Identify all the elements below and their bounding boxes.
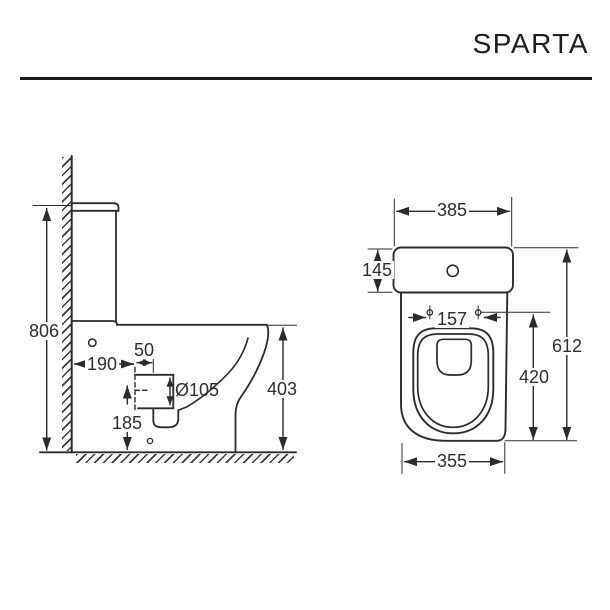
dim-label-outlet-adjust: 50 [131,340,157,360]
dim-label-outlet-height: 185 [109,413,145,433]
front-view-drawing [367,197,579,474]
dim-label-hinge-spacing: 157 [434,309,470,329]
dim-label-total-height-side: 806 [26,321,62,341]
dim-label-total-height-front: 612 [549,336,585,356]
dim-label-tank-height: 145 [359,260,395,280]
dim-label-tank-width: 385 [434,200,470,220]
header-divider [20,77,592,80]
dim-label-seat-height: 420 [516,367,552,387]
product-title: SPARTA [472,28,589,59]
dim-label-base-width: 355 [434,451,470,471]
floor-hatching [76,453,294,463]
wall-hatching [62,157,71,451]
dim-label-wall-to-outlet: 190 [84,354,120,374]
dim-label-outlet-diameter: Ø105 [174,380,220,400]
dim-label-rim-height: 403 [264,379,300,399]
side-view-drawing [32,155,297,454]
